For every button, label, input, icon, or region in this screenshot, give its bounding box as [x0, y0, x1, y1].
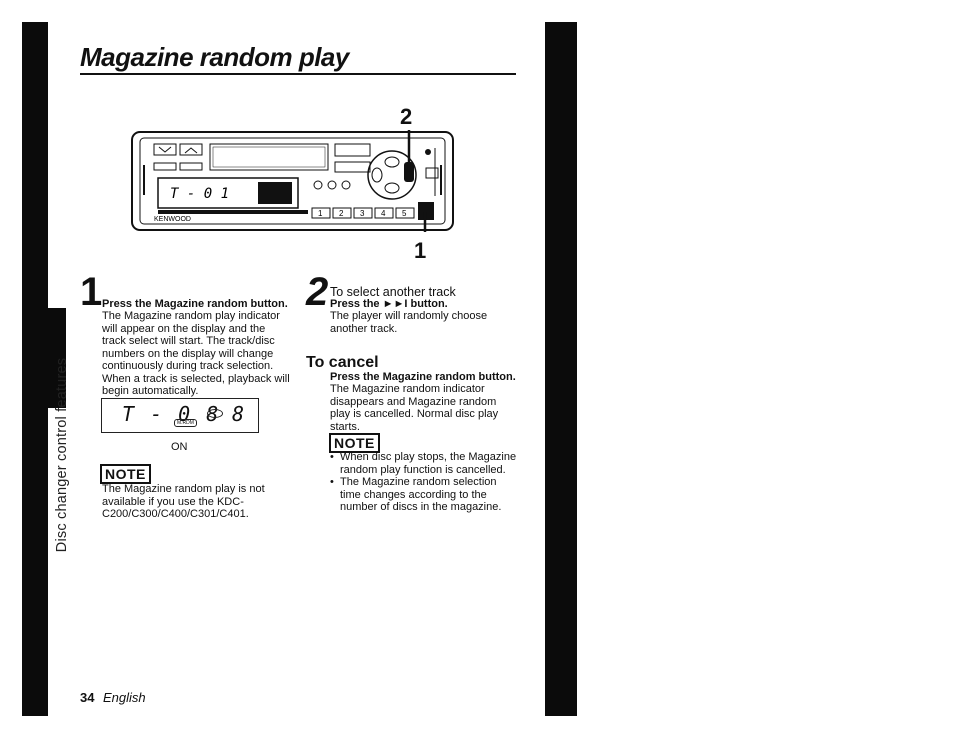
note-badge: NOTE	[100, 464, 151, 484]
right-edge-bar	[545, 22, 577, 716]
cancel-body: The Magazine random indicator disappears…	[330, 383, 499, 433]
display-disc-number: 8	[232, 402, 245, 426]
step-1-heading: Press the Magazine random button.	[102, 298, 288, 310]
note-badge: NOTE	[329, 433, 380, 453]
title-rule	[80, 73, 516, 75]
cancel-heading: To cancel	[306, 354, 379, 371]
page-title: Magazine random play	[80, 42, 349, 72]
step-2-body: The player will randomly choose another …	[330, 310, 488, 335]
note-1-body: The Magazine random play is not availabl…	[102, 483, 265, 520]
svg-text:T - 0 1: T - 0 1	[170, 186, 229, 202]
svg-text:4: 4	[381, 209, 386, 218]
display-example: T - 0 8 M.RDM 8	[101, 398, 259, 433]
step-1-number: 1	[80, 270, 103, 314]
svg-text:2: 2	[339, 209, 344, 218]
step-2-sub: Press the ►►I button.	[330, 298, 448, 310]
svg-text:KENWOOD: KENWOOD	[154, 216, 191, 223]
callout-1: 1	[414, 238, 427, 263]
cancel-sub: Press the Magazine random button.	[330, 371, 516, 383]
note-2-list: When disc play stops, the Magazine rando…	[330, 451, 520, 514]
callout-2: 2	[400, 104, 413, 129]
step-2-heading: To select another track	[330, 285, 456, 299]
page-number: 34	[80, 690, 95, 705]
page-language: English	[103, 690, 146, 705]
display-track-segments: T - 0 8	[122, 402, 221, 426]
step-1-body: The Magazine random play indicator will …	[102, 310, 290, 397]
svg-text:5: 5	[402, 209, 407, 218]
magazine-random-indicator: M.RDM	[174, 419, 197, 427]
note-2-item: When disc play stops, the Magazine rando…	[330, 451, 520, 476]
display-caption: ON	[171, 441, 188, 453]
car-stereo-illustration: T - 0 1 KENWOOD 1 2 3 4 5	[131, 130, 454, 232]
svg-text:1: 1	[318, 209, 323, 218]
disc-icon	[207, 409, 223, 418]
section-tab	[22, 308, 66, 408]
svg-text:3: 3	[360, 209, 365, 218]
note-2-item: The Magazine random selection time chang…	[330, 476, 520, 514]
step-2-number: 2	[306, 270, 329, 314]
